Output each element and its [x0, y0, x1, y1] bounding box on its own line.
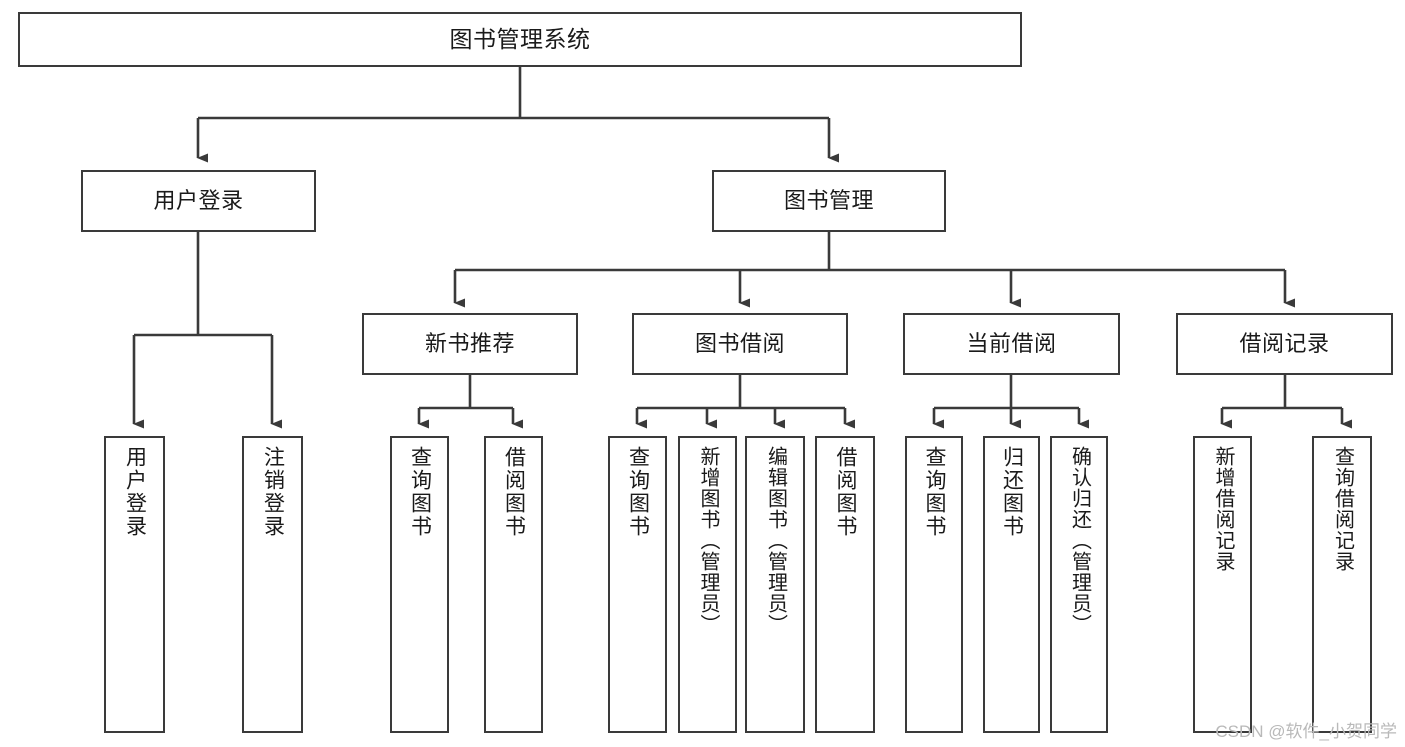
node-label: 编辑图书（管理员）	[764, 446, 787, 635]
node-user-login[interactable]: 用户登录	[81, 170, 316, 232]
node-label: 图书管理	[783, 188, 874, 214]
csdn-watermark: CSDN @软件_小贺同学	[1215, 722, 1397, 741]
leaf-edit-book[interactable]: 编辑图书（管理员）	[745, 436, 805, 733]
node-label: 查询图书	[626, 446, 650, 538]
leaf-query-book-recommend[interactable]: 查询图书	[390, 436, 449, 733]
node-label: 查询图书	[408, 446, 432, 538]
leaf-user-login[interactable]: 用户登录	[104, 436, 165, 733]
node-label: 用户登录	[153, 188, 244, 214]
leaf-logout-login[interactable]: 注销登录	[242, 436, 303, 733]
leaf-query-book-current[interactable]: 查询图书	[905, 436, 963, 733]
leaf-confirm-return[interactable]: 确认归还（管理员）	[1050, 436, 1108, 733]
node-label: 注销登录	[261, 446, 285, 538]
node-label: 新书推荐	[424, 331, 515, 357]
node-label: 借阅记录	[1239, 331, 1330, 357]
node-label: 图书管理系统	[449, 25, 591, 52]
node-label: 确认归还（管理员）	[1068, 446, 1091, 635]
node-new-book-recommend[interactable]: 新书推荐	[362, 313, 578, 375]
node-book-borrow[interactable]: 图书借阅	[632, 313, 848, 375]
leaf-query-book-borrow[interactable]: 查询图书	[608, 436, 667, 733]
leaf-borrow-book-recommend[interactable]: 借阅图书	[484, 436, 543, 733]
node-current-borrow[interactable]: 当前借阅	[903, 313, 1120, 375]
node-root-system[interactable]: 图书管理系统	[18, 12, 1022, 67]
node-borrow-record[interactable]: 借阅记录	[1176, 313, 1393, 375]
leaf-add-book[interactable]: 新增图书（管理员）	[678, 436, 737, 733]
node-label: 查询图书	[923, 446, 947, 538]
node-label: 查询借阅记录	[1331, 446, 1354, 572]
node-label: 用户登录	[123, 446, 147, 538]
leaf-return-book[interactable]: 归还图书	[983, 436, 1040, 733]
node-label: 当前借阅	[966, 331, 1057, 357]
leaf-query-borrow-record[interactable]: 查询借阅记录	[1312, 436, 1372, 733]
node-label: 新增借阅记录	[1212, 446, 1234, 572]
leaf-add-borrow-record[interactable]: 新增借阅记录	[1193, 436, 1252, 733]
leaf-borrow-book[interactable]: 借阅图书	[815, 436, 875, 733]
node-label: 图书借阅	[694, 331, 785, 357]
node-label: 借阅图书	[834, 446, 858, 538]
node-label: 新增图书（管理员）	[697, 446, 719, 635]
node-label: 归还图书	[1000, 446, 1024, 538]
node-label: 借阅图书	[502, 446, 526, 538]
node-book-manage[interactable]: 图书管理	[712, 170, 946, 232]
